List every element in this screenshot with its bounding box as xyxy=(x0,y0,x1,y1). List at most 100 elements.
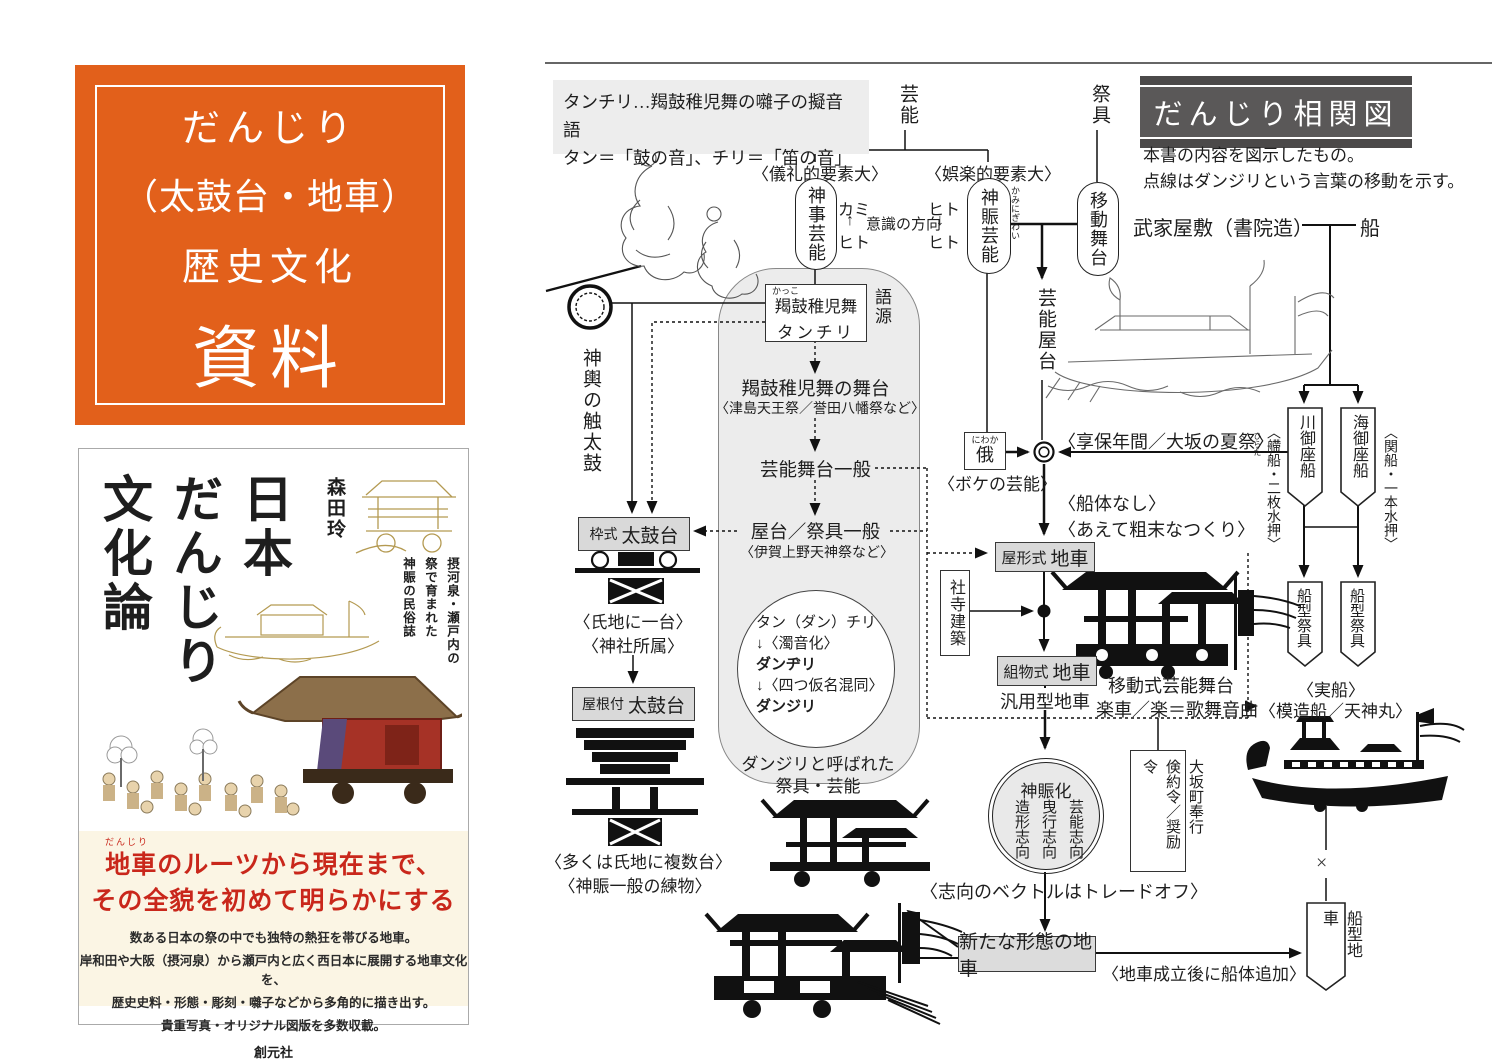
label-geino: 芸能 xyxy=(897,84,918,126)
label-aratana: 新たな形態の地車 xyxy=(959,932,1093,980)
label-fune: 船 xyxy=(1360,218,1380,240)
node-ido-butai: 移動舞台 xyxy=(1077,182,1119,276)
diagram-caption: 本書の内容を図示したもの。 点線はダンジリという言葉の移動を示す。 xyxy=(1143,143,1464,195)
diagram-title: だんじり相関図 xyxy=(1140,87,1412,137)
word-evolution-circle: タン（ダン）チリ ↓〈濁音化〉 ダンヂリ ↓〈四つ仮名混同〉 ダンジリ xyxy=(737,590,895,748)
label-kumimono-main: 地車 xyxy=(1052,662,1091,684)
word-step5: ダンジリ xyxy=(756,699,817,715)
catch-furigana: だんじり xyxy=(104,837,149,847)
node-wakushiki-taikodai: 枠式 太鼓台 xyxy=(578,517,690,551)
label-kumimono-prefix: 組物式 xyxy=(1003,663,1049,681)
node-shinji-label: 神事芸能 xyxy=(806,186,826,262)
label-niwaka: 俄 xyxy=(976,445,994,465)
word-step2: ↓〈濁音化〉 xyxy=(756,636,839,652)
label-yakata-main: 地車 xyxy=(1050,548,1089,570)
float-icon-a xyxy=(760,798,930,887)
label-jissen: 〈実船〉 xyxy=(1297,681,1365,700)
furigana-kaminigiwai: かみにぎわい xyxy=(1010,186,1020,240)
book-title: 日本 だんじり 文化論 xyxy=(89,473,299,833)
label-funagata-jiguruma: 船型地車 xyxy=(1320,910,1361,958)
word-step1: タン（ダン）チリ xyxy=(756,615,877,631)
label-yanetsuki-main: 太鼓台 xyxy=(627,695,685,717)
label-shiko2: 曳行志向 xyxy=(1040,799,1056,859)
book-author: 森田玲 xyxy=(324,477,345,540)
book-subtitle-col2: 祭で育まれた xyxy=(423,557,437,638)
caption-line1: 本書の内容を図示したもの。 xyxy=(1143,146,1364,165)
node-ido-butai-label: 移動舞台 xyxy=(1088,191,1108,267)
title-card-line2: （太鼓台・地車） xyxy=(121,175,418,217)
label-kakko-stage: 羯鼓稚児舞の舞台 xyxy=(741,380,890,400)
label-hirata: 〈艜船・二枚水押〉 xyxy=(1265,425,1280,551)
book-subtitle-col1: 摂河泉・瀬戸内の xyxy=(445,557,459,665)
label-tsuika: 〈地車成立後に船体追加〉 xyxy=(1102,965,1306,984)
label-batsu: × xyxy=(1316,852,1328,874)
node-shinnigi-label: 神賑芸能 xyxy=(979,188,999,264)
title-card-line3: 歴史文化 xyxy=(181,246,358,289)
node-bugyo: 大坂町奉行 倹約令／奨励令 xyxy=(1130,750,1203,872)
label-gakusha: 楽車／楽＝歌舞音曲 xyxy=(1096,700,1258,720)
book-subtitle: 摂河泉・瀬戸内の 祭で育まれた 神賑の民俗誌 xyxy=(397,557,463,687)
label-mikoshi: 神輿の触太鼓 xyxy=(580,348,601,474)
label-hito-3: ヒト xyxy=(928,235,961,252)
label-saigu: 祭具 xyxy=(1089,84,1110,126)
label-kakko-stage-sub: 〈津島天王祭／誉田八幡祭など〉 xyxy=(715,402,925,417)
node-shinnigi-geino: 神賑芸能 xyxy=(967,178,1011,274)
cover-band: だんじり 地車のルーツから現在まで、 その全貌を初めて明らかにする 数ある日本の… xyxy=(79,831,468,1060)
label-funagata-saigu-left: 船型祭具 xyxy=(1295,588,1311,648)
arrow-down-glyph: ↓ xyxy=(936,212,944,229)
furigana-kakko: かっこ xyxy=(772,286,800,296)
label-kawa-gozabune: 川御座船 xyxy=(1297,414,1314,478)
label-jinja: 〈神社所属〉 xyxy=(582,637,684,656)
label-hanyo: 汎用型地車 xyxy=(1000,692,1090,712)
gold-float-sketch xyxy=(355,480,456,554)
label-tanchiri: タンチリ xyxy=(777,323,855,342)
body-line1: 数ある日本の祭の中でも独特の熱狂を帯びる地車。 xyxy=(129,931,418,945)
shinnika-columns: 芸能志向 曳行志向 造形志向 xyxy=(1007,799,1088,865)
label-tradeoff: 〈志向のベクトルはトレードオフ〉 xyxy=(920,882,1208,902)
gold-boat-sketch xyxy=(214,600,380,663)
label-kenyaku: 倹約令／奨励令 xyxy=(1141,759,1180,849)
node-kakko-tanchiri: かっこ 羯鼓稚児舞 タンチリ xyxy=(765,284,867,342)
node-niwaka: にわか 俄 xyxy=(964,432,1006,470)
note-box: タンチリ…羯鼓稚児舞の囃子の擬音語 タン＝「鼓の音」、チリ＝「笛の音」 xyxy=(553,80,869,168)
node-shinnika: 神賑化 芸能志向 曳行志向 造形志向 xyxy=(988,758,1104,874)
drum-icon xyxy=(567,284,613,330)
dancers-sketch xyxy=(620,149,759,299)
node-aratana: 新たな形態の地車 xyxy=(958,932,1096,980)
note-line2: タン＝「鼓の音」、チリ＝「笛の音」 xyxy=(563,148,852,168)
title-card-line1: だんじり xyxy=(181,107,358,150)
book-title-col1: 日本 xyxy=(236,473,292,581)
label-geino-yatai: 芸能屋台 xyxy=(1035,288,1056,372)
catch-line1: 地車のルーツから現在まで、 xyxy=(105,851,442,879)
label-ido-stage: 移動式芸能舞台 xyxy=(1108,676,1234,696)
furigana-niwaka: にわか xyxy=(971,435,999,445)
label-called1: ダンジリと呼ばれた xyxy=(741,755,895,774)
node-shinji-geino: 神事芸能 xyxy=(795,178,837,270)
wakushiki-float-icon xyxy=(575,550,700,604)
label-shinnika: 神賑化 xyxy=(1020,782,1072,801)
label-hito-2: ヒト xyxy=(928,202,961,219)
label-gogen: 語源 xyxy=(872,288,891,326)
book-title-col2: だんじり xyxy=(166,473,222,689)
arrow-up-glyph: ↑ xyxy=(846,212,854,229)
label-fukusu: 〈多くは氏地に複数台〉 xyxy=(545,853,732,872)
label-kyoho: 〈享保年間／大坂の夏祭〉 xyxy=(1058,432,1274,452)
label-funagata-saigu-right: 船型祭具 xyxy=(1348,588,1364,648)
yanetsuki-float-icon xyxy=(566,728,704,846)
label-yatai-general-sub: 〈伊賀上野天神祭など〉 xyxy=(740,546,894,561)
label-wakushiki-main: 太鼓台 xyxy=(621,525,679,547)
float-icon-b xyxy=(704,903,963,1025)
label-shaji: 社寺建築 xyxy=(947,579,964,647)
body-line2: 岸和田や大阪（摂河泉）から瀬戸内と広く西日本に展開する地車文化を、 xyxy=(79,954,468,987)
label-bugyo: 大坂町奉行 xyxy=(1187,759,1203,834)
body-line3: 歴史史料・形態・彫刻・囃子などから多角的に描き出す。 xyxy=(111,996,436,1010)
body-line4: 貴重写真・オリジナル図版を多数収載。 xyxy=(160,1019,386,1033)
label-sekibune: 〈関船・一本水押〉 xyxy=(1382,425,1397,551)
boat-float-icon xyxy=(1246,708,1465,812)
label-wakushiki-prefix: 枠式 xyxy=(589,526,618,542)
label-umi-gozabune: 海御座船 xyxy=(1350,414,1367,478)
node-yakata-jiguruma: 屋形式 地車 xyxy=(995,542,1095,572)
node-yanetsuki-taikodai: 屋根付 太鼓台 xyxy=(572,687,695,721)
word-step3: ダンヂリ xyxy=(756,657,817,673)
label-somatsu: 〈あえて粗末なつくり〉 xyxy=(1058,520,1256,540)
